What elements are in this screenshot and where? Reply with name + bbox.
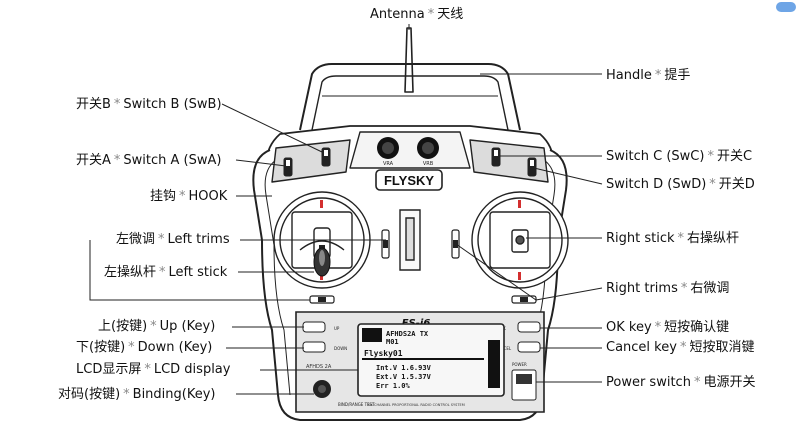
label-hook: 挂钩*HOOK <box>150 189 228 204</box>
knob-vra-label: VRA <box>383 161 394 167</box>
brand-plate <box>375 169 443 191</box>
down-button[interactable] <box>302 341 326 353</box>
lcd-line-5: Ext.V 1.5.37V <box>376 373 432 381</box>
lcd-line-4: Int.V 1.6.93V <box>376 364 432 372</box>
label-handle: Handle*提手 <box>606 68 691 83</box>
label-switch-a: 开关A*Switch A (SwA) <box>76 153 222 168</box>
svg-text:AFHDS 2A: AFHDS 2A <box>306 364 332 370</box>
right-gimbal <box>471 191 569 289</box>
corner-badge <box>776 2 796 12</box>
leader-lines <box>89 24 603 395</box>
label-right-trims: Right trims*右微调 <box>606 281 730 296</box>
label-left-trims: 左微调*Left trims <box>116 232 230 247</box>
hook <box>399 209 421 271</box>
label-cancel-key: Cancel key*短按取消键 <box>606 340 755 355</box>
label-switch-d: Switch D (SwD)*开关D <box>606 177 755 192</box>
label-right-stick: Right stick*右操纵杆 <box>606 231 740 246</box>
label-up-key: 上(按键)*Up (Key) <box>98 319 216 334</box>
left-horizontal-trim[interactable] <box>309 295 335 304</box>
left-stick[interactable] <box>313 245 331 277</box>
antenna <box>404 27 414 93</box>
up-button[interactable] <box>302 321 326 333</box>
svg-text:SIX CHANNEL PROPORTIONAL RADIO: SIX CHANNEL PROPORTIONAL RADIO CONTROL S… <box>367 403 465 407</box>
label-ok-key: OK key*短按确认键 <box>606 320 730 335</box>
label-switch-c: Switch C (SwC)*开关C <box>606 149 753 164</box>
brand-logo: FLYSKY <box>384 173 434 188</box>
cancel-button[interactable] <box>517 341 541 353</box>
lcd-line-3: Flysky01 <box>364 349 403 358</box>
power-switch[interactable] <box>511 369 537 401</box>
lcd-line-1: AFHDS2A TX <box>386 330 429 338</box>
label-power-switch: Power switch*电源开关 <box>606 375 756 390</box>
label-down-key: 下(按键)*Down (Key) <box>76 340 213 355</box>
label-antenna: Antenna*天线 <box>370 7 464 22</box>
knob-vra[interactable] <box>377 137 399 159</box>
label-switch-b: 开关B*Switch B (SwB) <box>76 97 222 112</box>
knob-vrb-label: VRB <box>423 161 434 167</box>
lcd-line-6: Err 1.0% <box>376 382 411 390</box>
label-left-stick: 左操纵杆*Left stick <box>104 265 228 280</box>
bind-button[interactable] <box>313 380 331 398</box>
lcd-line-2: M01 <box>386 338 399 346</box>
handle <box>299 63 521 131</box>
svg-text:UP: UP <box>334 326 340 331</box>
svg-text:DOWN: DOWN <box>334 346 347 351</box>
knob-vrb[interactable] <box>417 137 439 159</box>
svg-text:POWER: POWER <box>512 362 527 367</box>
svg-text:BIND/RANGE TEST: BIND/RANGE TEST <box>338 402 375 407</box>
label-lcd: LCD显示屏*LCD display <box>76 362 231 377</box>
label-binding: 对码(按键)*Binding(Key) <box>58 387 216 402</box>
ok-button[interactable] <box>517 321 541 333</box>
